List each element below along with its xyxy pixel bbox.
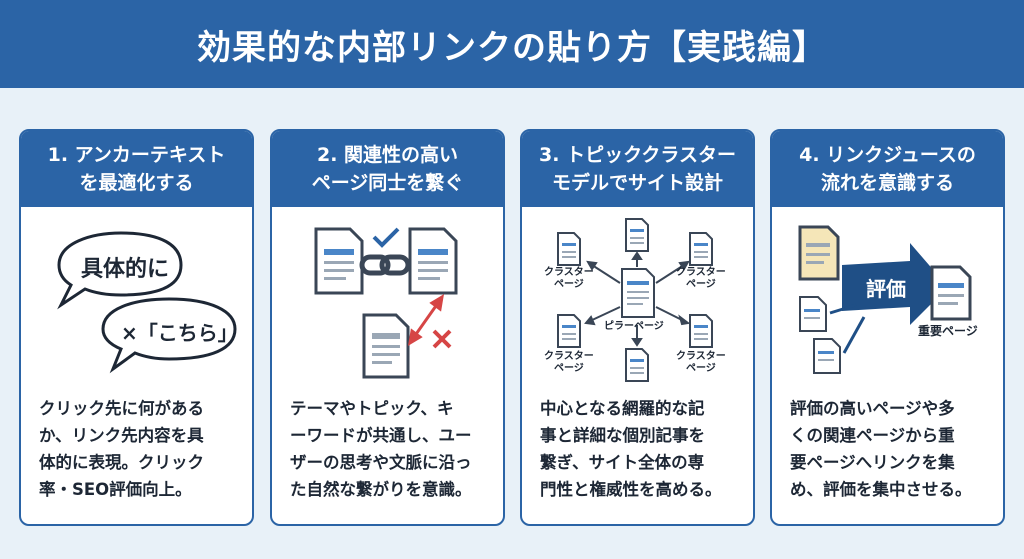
anchor-text-illustration: 具体的に ×「こちら」	[21, 207, 252, 387]
cluster-page-label: クラスター ページ	[676, 267, 726, 290]
card-heading-line: 2. 関連性の高い	[316, 144, 459, 166]
important-page-label: 重要ページ	[918, 324, 978, 338]
cluster-page-label: クラスター ページ	[544, 351, 594, 374]
cluster-document-icon	[625, 348, 649, 382]
page-title: 効果的な内部リンクの貼り方【実践編】	[197, 27, 827, 68]
card-body-line: め、評価を集中させる。	[790, 480, 972, 499]
card-topic-cluster: 3. トピッククラスター モデルでサイト設計	[520, 129, 755, 526]
bad-anchor-label: ×「こちら」	[121, 321, 238, 345]
card-body: クリック先に何があるか、リンク先内容を具 体的に表現。クリック 率・SEO評価向…	[21, 387, 252, 503]
card-heading-line: を最適化する	[79, 172, 194, 194]
card-heading: 1. アンカーテキスト を最適化する	[21, 131, 252, 207]
document-icon	[813, 338, 841, 374]
card-body-line: 評価の高いページや多	[790, 399, 955, 418]
card-heading-line: 1. アンカーテキスト	[47, 144, 226, 166]
card-body: テーマやトピック、キ ーワードが共通し、ユー ザーの思考や文脈に沿っ た自然な繋…	[272, 387, 503, 503]
card-heading: 2. 関連性の高い ページ同士を繋ぐ	[272, 131, 503, 207]
card-body-line: 門性と権威性を高める。	[540, 480, 722, 499]
document-icon	[314, 227, 364, 295]
card-heading-line: 4. リンクジュースの	[799, 144, 976, 166]
cluster-document-icon	[557, 314, 581, 348]
card-link-juice: 4. リンクジュースの 流れを意識する	[770, 129, 1005, 526]
evaluation-label: 評価	[866, 277, 906, 301]
page-header: 効果的な内部リンクの貼り方【実践編】	[0, 0, 1024, 88]
card-heading-line: ページ同士を繋ぐ	[311, 172, 464, 194]
card-heading-line: モデルでサイト設計	[551, 172, 723, 194]
high-value-document-icon	[798, 225, 840, 281]
card-heading: 4. リンクジュースの 流れを意識する	[772, 131, 1003, 207]
cluster-page-label: クラスター ページ	[676, 351, 726, 374]
card-body-line: 要ページへリンクを集	[790, 453, 955, 472]
card-body-line: た自然な繋がりを意識。	[290, 480, 472, 499]
card-body-line: 中心となる網羅的な記	[540, 399, 705, 418]
pillar-page-label: ピラーページ	[604, 321, 664, 332]
card-body-line: 体的に表現。クリック	[39, 453, 204, 472]
card-body-line: ザーの思考や文脈に沿っ	[290, 453, 472, 472]
link-juice-illustration: 評価 重要ページ	[772, 207, 1003, 387]
topic-cluster-illustration: クラスター ページ クラスター ページ ピラーページ クラスター ページ クラス…	[522, 207, 753, 387]
cluster-document-icon	[689, 314, 713, 348]
card-heading: 3. トピッククラスター モデルでサイト設計	[522, 131, 753, 207]
cluster-document-icon	[689, 232, 713, 266]
check-icon	[372, 227, 400, 248]
link-chain-icon	[359, 254, 411, 276]
linked-documents-icon	[314, 227, 458, 379]
related-pages-illustration	[272, 207, 503, 387]
document-icon	[799, 296, 827, 332]
card-heading-line: 流れを意識する	[820, 172, 954, 194]
speech-bubbles-icon	[57, 231, 237, 374]
big-arrow-icon	[842, 243, 948, 325]
card-body-line: 率・SEO評価向上。	[39, 480, 192, 499]
card-body: 評価の高いページや多 くの関連ページから重 要ページへリンクを集 め、評価を集中…	[772, 387, 1003, 503]
card-body-line: ーワードが共通し、ユー	[290, 426, 472, 445]
document-icon	[362, 313, 410, 379]
card-heading-line: 3. トピッククラスター	[539, 144, 736, 166]
card-anchor-text: 1. アンカーテキスト を最適化する 具体的に ×「こちら」 クリック先に何があ…	[19, 129, 254, 526]
bidirectional-arrow-icon	[407, 294, 445, 346]
document-icon	[408, 227, 458, 295]
card-body-line: クリック先に何があるか、リンク先内容を具	[39, 399, 204, 445]
card-body-line: くの関連ページから重	[790, 426, 955, 445]
cluster-page-label: クラスター ページ	[544, 267, 594, 290]
cluster-document-icon	[625, 218, 649, 252]
cluster-diagram-icon	[557, 218, 713, 382]
card-related-pages: 2. 関連性の高い ページ同士を繋ぐ	[270, 129, 505, 526]
link-juice-flow-icon	[798, 225, 972, 374]
good-anchor-label: 具体的に	[81, 257, 170, 282]
cluster-document-icon	[557, 232, 581, 266]
card-body-line: テーマやトピック、キ	[290, 399, 454, 418]
card-body-line: 繋ぎ、サイト全体の専	[540, 453, 705, 472]
cross-icon	[432, 329, 452, 349]
card-body: 中心となる網羅的な記 事と詳細な個別記事を 繋ぎ、サイト全体の専 門性と権威性を…	[522, 387, 753, 503]
card-body-line: 事と詳細な個別記事を	[540, 426, 705, 445]
target-document-icon	[930, 265, 972, 321]
